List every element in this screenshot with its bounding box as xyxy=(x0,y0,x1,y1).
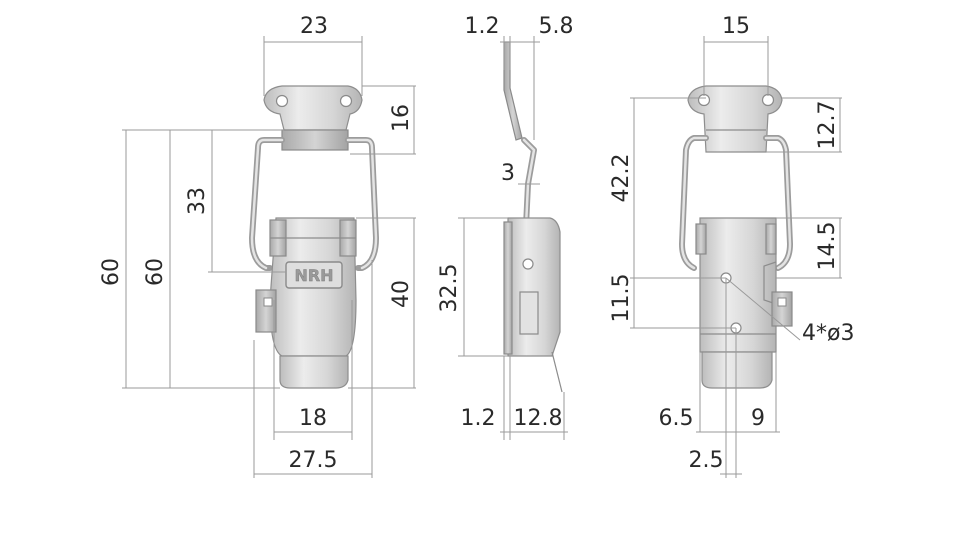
side-view: 1.2 5.8 3 32.5 1.2 12.8 xyxy=(437,14,574,440)
front-plate-hole-left xyxy=(275,94,289,108)
side-latch-body xyxy=(507,217,561,357)
rear-plate-hole-left xyxy=(697,93,711,107)
dim-front-60-outer: 60 xyxy=(99,258,124,286)
dim-front-16: 16 xyxy=(389,104,414,132)
front-logo-box xyxy=(285,261,343,289)
rear-tongue xyxy=(701,351,773,389)
side-mount-plate xyxy=(503,41,523,141)
side-dimensions: 1.2 5.8 3 32.5 1.2 12.8 xyxy=(437,14,574,440)
dim-rear-9: 9 xyxy=(751,406,765,431)
dim-front-18: 18 xyxy=(299,406,327,431)
front-tongue xyxy=(279,355,349,389)
front-plate-hole-right xyxy=(339,94,353,108)
dim-rear-11-5: 11.5 xyxy=(609,274,634,323)
dim-rear-2-5: 2.5 xyxy=(689,448,724,473)
dim-side-32-5: 32.5 xyxy=(437,264,462,313)
dim-front-27-5: 27.5 xyxy=(289,448,338,473)
front-side-tab xyxy=(255,289,277,333)
dim-side-12-8: 12.8 xyxy=(514,406,563,431)
rear-plate-hole-right xyxy=(761,93,775,107)
front-hinge-roll xyxy=(281,129,349,151)
dim-front-33: 33 xyxy=(185,187,210,215)
rear-dimensions: 15 42.2 12.7 14.5 11.5 4*ø3 6.5 9 xyxy=(609,14,854,478)
dim-rear-14-5: 14.5 xyxy=(815,222,840,271)
dim-rear-15: 15 xyxy=(722,14,750,39)
rear-side-tab xyxy=(771,291,793,327)
dim-front-23: 23 xyxy=(300,14,328,39)
dim-rear-6-5: 6.5 xyxy=(659,406,694,431)
dim-side-3: 3 xyxy=(501,161,515,186)
dim-rear-42-2: 42.2 xyxy=(609,154,634,203)
dim-side-5-8: 5.8 xyxy=(539,14,574,39)
dim-side-1-2-bottom: 1.2 xyxy=(461,406,496,431)
side-pivot xyxy=(522,258,534,270)
rear-view: 15 42.2 12.7 14.5 11.5 4*ø3 6.5 9 xyxy=(609,14,854,478)
front-dimensions: 23 16 33 60 60 40 18 xyxy=(99,14,416,478)
dim-front-40: 40 xyxy=(389,280,414,308)
dim-rear-hole-callout: 4*ø3 xyxy=(802,321,854,346)
front-logo-text: NRH xyxy=(294,266,333,285)
dim-side-1-2-top: 1.2 xyxy=(465,14,500,39)
front-view: NRH 23 16 33 60 60 xyxy=(99,14,416,478)
dim-front-60-inner: 60 xyxy=(143,258,168,286)
dim-rear-12-7: 12.7 xyxy=(815,101,840,150)
side-tab-slot xyxy=(519,291,539,335)
front-mount-plate xyxy=(263,85,363,131)
